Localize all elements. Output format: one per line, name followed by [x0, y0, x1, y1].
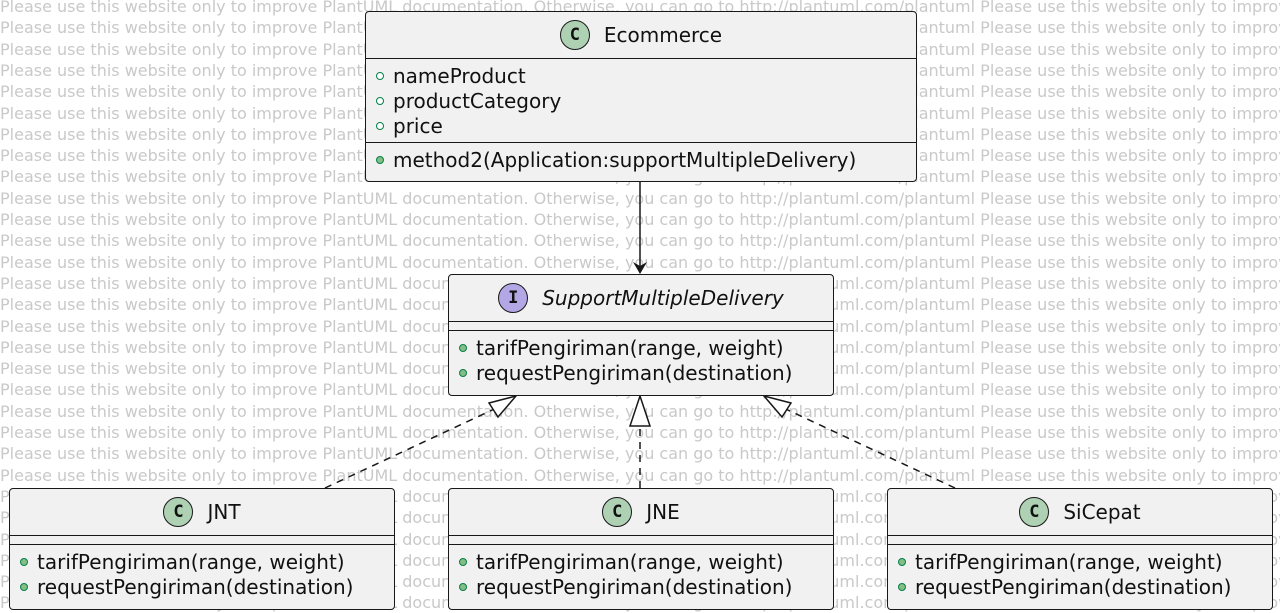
- class-jnt[interactable]: C JNT tarifPengiriman(range, weight) req…: [9, 488, 395, 610]
- method-name: method2(Application:supportMultipleDeliv…: [393, 147, 857, 172]
- methods-section: tarifPengiriman(range, weight) requestPe…: [888, 545, 1272, 603]
- class-header: C Ecommerce: [366, 12, 916, 59]
- class-stereotype-icon: C: [1019, 497, 1050, 527]
- watermark-line: Please use this website only to improve …: [0, 444, 1280, 464]
- field-name: price: [393, 113, 443, 138]
- public-method-icon: [898, 582, 906, 591]
- class-name: SiCepat: [1063, 500, 1141, 524]
- method-row: requestPengiriman(destination): [20, 574, 394, 599]
- field-name: productCategory: [393, 88, 562, 113]
- method-name: tarifPengiriman(range, weight): [37, 549, 345, 574]
- fields-section: nameProduct productCategory price: [366, 59, 916, 143]
- interface-support-multiple-delivery[interactable]: I SupportMultipleDelivery tarifPengirima…: [448, 274, 834, 396]
- fields-section: [888, 536, 1272, 545]
- watermark-line: Please use this website only to improve …: [0, 465, 1280, 485]
- class-header: C SiCepat: [888, 489, 1272, 536]
- method-row: tarifPengiriman(range, weight): [898, 549, 1272, 574]
- class-stereotype-icon: C: [163, 497, 194, 527]
- method-row: requestPengiriman(destination): [898, 574, 1272, 599]
- method-row: method2(Application:supportMultipleDeliv…: [376, 147, 916, 172]
- realization-sicepat: [761, 394, 956, 489]
- class-name: JNE: [646, 500, 680, 524]
- public-method-icon: [459, 343, 467, 352]
- public-method-icon: [459, 368, 467, 377]
- field-name: nameProduct: [393, 63, 526, 88]
- method-name: tarifPengiriman(range, weight): [915, 549, 1223, 574]
- class-header: I SupportMultipleDelivery: [449, 275, 833, 322]
- method-name: requestPengiriman(destination): [915, 574, 1232, 599]
- watermark-line: Please use this website only to improve …: [0, 0, 1280, 16]
- class-header: C JNT: [10, 489, 394, 536]
- public-method-icon: [459, 582, 467, 591]
- public-method-icon: [20, 582, 28, 591]
- class-name: JNT: [207, 500, 241, 524]
- public-method-icon: [20, 557, 28, 566]
- class-stereotype-icon: C: [602, 497, 633, 527]
- realization-jne: [628, 393, 652, 488]
- public-field-icon: [376, 121, 384, 130]
- method-name: tarifPengiriman(range, weight): [476, 335, 784, 360]
- fields-section: [449, 536, 833, 545]
- fields-section: [10, 536, 394, 545]
- public-field-icon: [376, 71, 384, 80]
- method-row: tarifPengiriman(range, weight): [459, 335, 833, 360]
- method-name: requestPengiriman(destination): [37, 574, 354, 599]
- method-row: tarifPengiriman(range, weight): [459, 549, 833, 574]
- interface-name: SupportMultipleDelivery: [542, 286, 784, 310]
- method-row: tarifPengiriman(range, weight): [20, 549, 394, 574]
- class-sicepat[interactable]: C SiCepat tarifPengiriman(range, weight)…: [887, 488, 1273, 610]
- public-method-icon: [898, 557, 906, 566]
- methods-section: tarifPengiriman(range, weight) requestPe…: [10, 545, 394, 603]
- class-ecommerce[interactable]: C Ecommerce nameProduct productCategory …: [365, 11, 917, 182]
- fields-section: [449, 322, 833, 331]
- public-method-icon: [376, 155, 384, 164]
- class-header: C JNE: [449, 489, 833, 536]
- method-name: tarifPengiriman(range, weight): [476, 549, 784, 574]
- method-row: requestPengiriman(destination): [459, 574, 833, 599]
- method-name: requestPengiriman(destination): [476, 360, 793, 385]
- public-method-icon: [459, 557, 467, 566]
- field-row: nameProduct: [376, 63, 916, 88]
- class-stereotype-icon: C: [559, 20, 590, 50]
- interface-stereotype-icon: I: [498, 283, 529, 313]
- methods-section: tarifPengiriman(range, weight) requestPe…: [449, 545, 833, 603]
- class-name: Ecommerce: [603, 23, 723, 47]
- realization-jnt: [324, 394, 519, 489]
- methods-section: tarifPengiriman(range, weight) requestPe…: [449, 331, 833, 389]
- field-row: productCategory: [376, 88, 916, 113]
- association-ecommerce-to-interface: [633, 182, 647, 274]
- public-field-icon: [376, 96, 384, 105]
- field-row: price: [376, 113, 916, 138]
- method-row: requestPengiriman(destination): [459, 360, 833, 385]
- methods-section: method2(Application:supportMultipleDeliv…: [366, 143, 916, 176]
- class-jne[interactable]: C JNE tarifPengiriman(range, weight) req…: [448, 488, 834, 610]
- method-name: requestPengiriman(destination): [476, 574, 793, 599]
